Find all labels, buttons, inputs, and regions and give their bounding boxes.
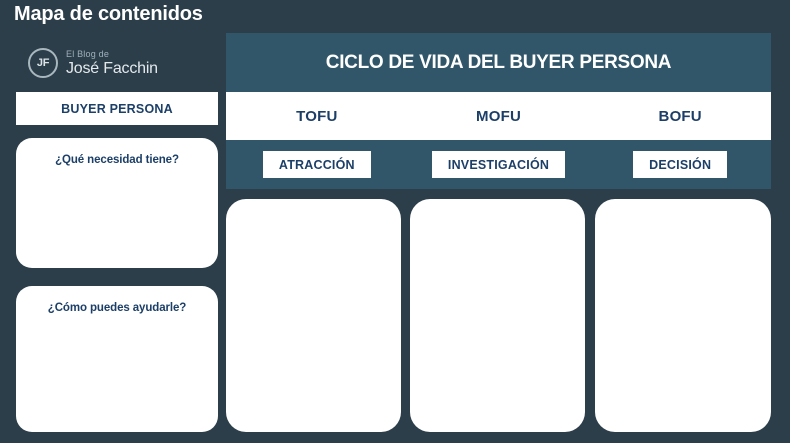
monogram-label: JF xyxy=(36,57,50,69)
buyer-persona-lifecycle-panel: CICLO DE VIDA DEL BUYER PERSONA TOFU MOF… xyxy=(226,33,771,189)
brand-logo: JF El Blog de José Facchin xyxy=(28,48,158,78)
stage-pill-atraccion[interactable]: ATRACCIÓN xyxy=(262,151,371,178)
stage-name-mofu: MOFU xyxy=(476,107,521,125)
persona-question-label: ¿Cómo puedes ayudarle? xyxy=(47,302,187,314)
stage-content-card-bofu[interactable] xyxy=(595,199,771,432)
brand-name: José Facchin xyxy=(66,59,158,77)
stage-name-bofu: BOFU xyxy=(658,107,702,125)
stage-pill-cell: DECISIÓN xyxy=(589,140,771,189)
lifecycle-title: CICLO DE VIDA DEL BUYER PERSONA xyxy=(226,33,771,92)
stage-pill-cell: ATRACCIÓN xyxy=(226,140,408,189)
stage-pill-decision[interactable]: DECISIÓN xyxy=(633,151,728,178)
stage-pill-investigacion[interactable]: INVESTIGACIÓN xyxy=(431,151,566,178)
stage-content-card-tofu[interactable] xyxy=(226,199,401,432)
lifecycle-title-label: CICLO DE VIDA DEL BUYER PERSONA xyxy=(325,51,672,73)
persona-question-card-need[interactable]: ¿Qué necesidad tiene? xyxy=(16,138,218,268)
buyer-persona-header: BUYER PERSONA xyxy=(16,92,218,125)
brand-text: El Blog de José Facchin xyxy=(66,48,158,77)
persona-question-label: ¿Qué necesidad tiene? xyxy=(55,154,179,166)
buyer-persona-header-label: BUYER PERSONA xyxy=(61,101,173,116)
stage-name-tofu: TOFU xyxy=(296,107,338,125)
buyer-persona-sidebar: JF El Blog de José Facchin BUYER PERSONA… xyxy=(0,33,226,443)
persona-question-card-help[interactable]: ¿Cómo puedes ayudarle? xyxy=(16,286,218,432)
stage-name-row: TOFU MOFU BOFU xyxy=(226,92,771,140)
stage-pill-cell: INVESTIGACIÓN xyxy=(408,140,590,189)
monogram-icon: JF xyxy=(28,48,58,78)
stage-pill-row: ATRACCIÓN INVESTIGACIÓN DECISIÓN xyxy=(226,140,771,189)
brand-tagline: El Blog de xyxy=(66,48,110,59)
stage-content-card-mofu[interactable] xyxy=(410,199,585,432)
page-title: Mapa de contenidos xyxy=(14,3,203,25)
